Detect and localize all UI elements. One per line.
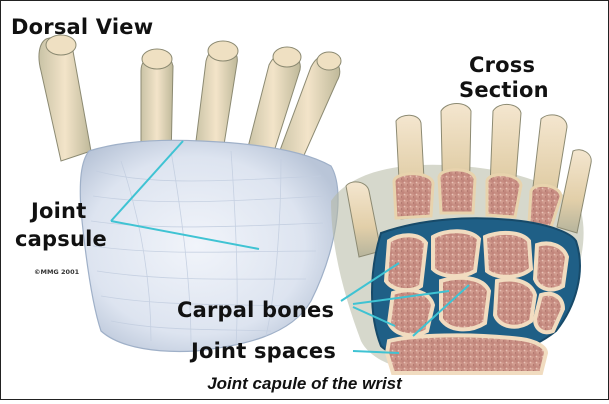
- figure-caption: Joint capule of the wrist: [0, 374, 609, 394]
- carpal-bones-label: Carpal bones: [177, 298, 334, 322]
- cross-section-hand: [331, 104, 591, 374]
- joint-spaces-label: Joint spaces: [189, 339, 336, 363]
- joint-capsule-label-line1: Joint: [29, 199, 86, 223]
- cross-section-label-line2: Section: [459, 78, 549, 102]
- dorsal-view-label: Dorsal View: [11, 15, 153, 39]
- cross-section-label-line1: Cross: [469, 53, 535, 77]
- copyright-text: ©MMG 2001: [34, 268, 80, 276]
- forearm-bone-section: [387, 335, 546, 373]
- carpal-bone-shapes: [386, 231, 567, 335]
- joint-capsule-label-line2: capsule: [15, 227, 107, 251]
